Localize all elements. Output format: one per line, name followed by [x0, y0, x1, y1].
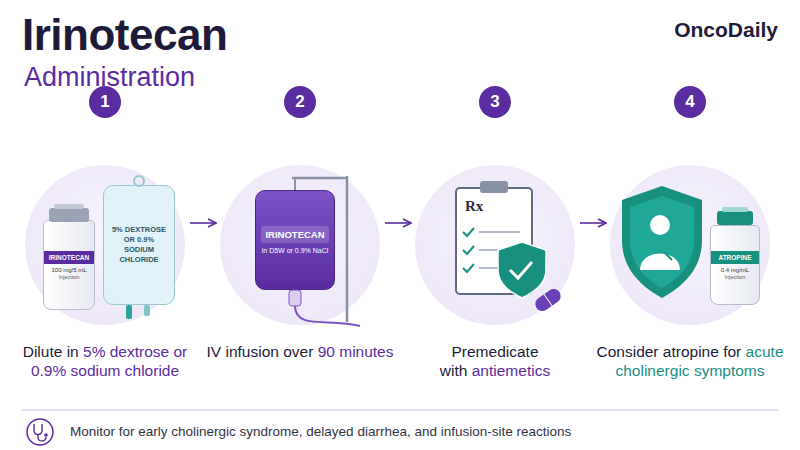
step-caption: Consider atropine for	[597, 343, 742, 360]
bag-hanger	[134, 176, 144, 186]
clipboard-clip	[480, 181, 508, 193]
bag-label: 5% DEXTROSE OR 0.9% SODIUM CHLORIDE	[108, 225, 170, 265]
step-caption: Dilute in	[23, 343, 79, 360]
flow-arrow	[385, 222, 410, 224]
check-mark	[463, 246, 474, 254]
iv-hook	[294, 178, 296, 190]
vial-cap	[722, 207, 748, 212]
callout-number: 4	[674, 86, 706, 118]
step-circle: Consider atropine foracute cholinergic s…	[610, 165, 770, 325]
step-caption: IV infusion over	[207, 343, 314, 360]
check-line	[479, 267, 498, 269]
caption-block: IV infusion over90 minutes	[205, 342, 395, 361]
drip-chamber	[289, 290, 301, 306]
infusion-bag: 5% DEXTROSE OR 0.9% SODIUM CHLORIDE	[103, 185, 175, 305]
caption-block: Dilute in5% dextrose or 0.9% sodium chlo…	[10, 342, 200, 380]
step-circle: Premedicate withantiemeticsRx	[415, 165, 575, 325]
flow-arrow	[190, 222, 215, 224]
check-line	[479, 249, 505, 251]
caption-block: Consider atropine foracute cholinergic s…	[595, 342, 785, 380]
stethoscope-icon	[34, 424, 46, 441]
rx-symbol: Rx	[465, 198, 483, 215]
vial-cap	[49, 208, 89, 222]
divider-line	[22, 409, 778, 411]
check-line	[479, 231, 520, 233]
step-caption: antiemetics	[472, 362, 550, 379]
step-circle: IV infusion over90 minutesIRINOTECANin D…	[220, 165, 380, 325]
vial-label: 100 mg/5 mL	[51, 267, 86, 273]
monitoring-note: Monitor for early cholinergic syndrome, …	[70, 424, 571, 439]
person-hand	[664, 252, 672, 260]
clipboard-box: Rx	[455, 187, 533, 295]
vial-box: IRINOTECAN 100 mg/5 mLInjection	[43, 220, 95, 310]
callout-number: 2	[284, 86, 316, 118]
stethoscope-icon	[44, 433, 48, 437]
pill-icon	[533, 286, 564, 314]
check-mark	[510, 262, 532, 278]
stethoscope-icon	[27, 419, 53, 445]
iv-bag: IRINOTECAN in D5W or 0.9% NaCl	[255, 190, 335, 290]
bag-port	[126, 305, 132, 319]
vial-label: Injection	[59, 274, 80, 280]
brand-logo: OncoDaily	[674, 18, 778, 42]
vial-label: 0.4 mg/mL	[721, 267, 749, 273]
flow-arrow	[580, 222, 605, 224]
iv-pole	[346, 176, 349, 322]
shield-inner	[630, 196, 694, 288]
vial-label: IRINOTECAN	[44, 251, 94, 264]
step-caption: 90 minutes	[318, 343, 394, 360]
vial-cap	[717, 211, 753, 225]
vial-box: ATROPINE 0.4 mg/mLInjection	[710, 225, 760, 305]
person-head	[650, 215, 670, 235]
bag-port	[144, 305, 150, 316]
iv-hook	[292, 177, 347, 180]
caption-block: Premedicate withantiemetics	[400, 342, 590, 380]
callout-number: 1	[89, 86, 121, 118]
shield-icon	[498, 242, 546, 298]
vial-cap	[54, 204, 84, 209]
step-circle: Dilute in5% dextrose or 0.9% sodium chlo…	[25, 165, 185, 325]
vial-label: Injection	[725, 274, 746, 280]
person-body	[640, 254, 680, 271]
iv-tube	[295, 306, 360, 326]
callout-number: 3	[479, 86, 511, 118]
vial-label: ATROPINE	[711, 251, 759, 264]
check-mark	[463, 264, 474, 272]
check-mark	[463, 228, 474, 236]
diagram-title: Irinotecan	[22, 10, 227, 60]
bag-label: IRINOTECAN	[261, 226, 328, 243]
shield-icon	[622, 186, 702, 298]
bag-label: in D5W or 0.9% NaCl	[262, 247, 329, 254]
